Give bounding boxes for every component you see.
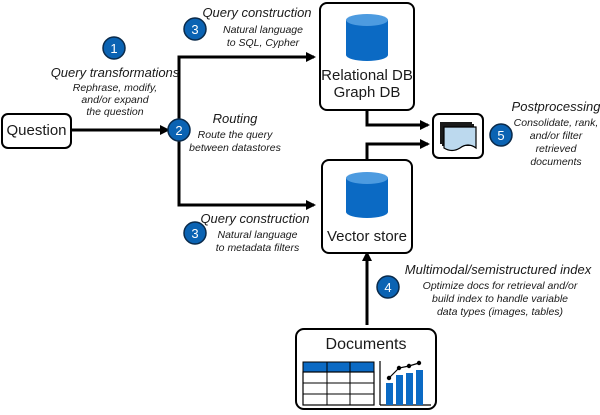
step-2-desc-line-1: Route the query bbox=[197, 129, 273, 141]
step-5-desc-line-3: retrieved bbox=[535, 143, 577, 155]
step-badge-4: 4 bbox=[376, 275, 400, 299]
step-3-lower-desc-line-2: to metadata filters bbox=[215, 242, 300, 254]
bar-chart-icon bbox=[379, 360, 431, 406]
step-badge-3-lower: 3 bbox=[183, 221, 207, 245]
table-icon bbox=[302, 361, 375, 406]
stacked-documents-icon bbox=[440, 122, 477, 152]
step-2-desc-line-2: between datastores bbox=[189, 142, 281, 154]
step-1-desc-line-2: and/or expand bbox=[81, 94, 149, 106]
database-cylinder-icon bbox=[346, 14, 388, 61]
arrow-vector-store-to-postprocessing bbox=[365, 139, 430, 160]
step-4-desc-line-2: build index to handle variable bbox=[431, 293, 568, 305]
svg-text:4: 4 bbox=[384, 280, 391, 295]
step-1-desc-line-1: Rephrase, modify, bbox=[72, 82, 158, 94]
svg-text:3: 3 bbox=[191, 22, 198, 37]
step-1-desc-line-3: the question bbox=[86, 106, 144, 118]
step-3-upper-desc-line-1: Natural language bbox=[223, 24, 303, 36]
documents-label: Documents bbox=[325, 336, 407, 353]
documents-node bbox=[295, 328, 437, 410]
step-badge-3-upper: 3 bbox=[183, 17, 207, 41]
step-5-desc-line-1: Consolidate, rank, bbox=[513, 117, 599, 129]
svg-text:1: 1 bbox=[110, 41, 117, 56]
vector-store-node bbox=[321, 159, 413, 254]
step-3-lower-title: Query construction bbox=[200, 211, 310, 226]
svg-text:3: 3 bbox=[191, 226, 198, 241]
postprocessing-node bbox=[432, 113, 484, 159]
svg-text:2: 2 bbox=[175, 123, 182, 138]
arrow-router-to-vector-store bbox=[177, 130, 316, 210]
graph-db-label: Graph DB bbox=[333, 84, 401, 101]
step-badges: 1 2 3 3 4 5 bbox=[102, 17, 513, 299]
connectors bbox=[71, 52, 430, 325]
step-4-desc-line-1: Optimize docs for retrieval and/or bbox=[422, 280, 578, 292]
step-5-desc-line-4: documents bbox=[530, 156, 582, 168]
step-5-desc-line-2: and/or filter bbox=[529, 130, 583, 142]
arrow-relational-db-to-postprocessing bbox=[365, 110, 430, 130]
step-4-desc-line-3: data types (images, tables) bbox=[436, 306, 564, 318]
arrow-router-to-relational-db bbox=[177, 52, 316, 130]
step-3-upper-title: Query construction bbox=[202, 5, 312, 20]
vector-store-label: Vector store bbox=[326, 228, 408, 245]
svg-text:5: 5 bbox=[497, 128, 504, 143]
step-badge-5: 5 bbox=[489, 123, 513, 147]
step-2-title: Routing bbox=[212, 111, 258, 126]
database-cylinder-icon bbox=[346, 172, 388, 218]
question-label: Question bbox=[6, 122, 67, 139]
step-4-title: Multimodal/semistructured index bbox=[404, 262, 592, 277]
relational-db-label: Relational DB bbox=[321, 67, 413, 84]
step-badge-2: 2 bbox=[167, 118, 191, 142]
step-3-upper-desc-line-2: to SQL, Cypher bbox=[226, 37, 300, 49]
relational-db-node bbox=[319, 2, 415, 111]
step-5-title: Postprocessing bbox=[511, 99, 600, 114]
step-1-title: Query transformations bbox=[50, 65, 180, 80]
question-node bbox=[1, 113, 72, 149]
step-badge-1: 1 bbox=[102, 36, 126, 60]
step-3-lower-desc-line-1: Natural language bbox=[217, 229, 298, 241]
